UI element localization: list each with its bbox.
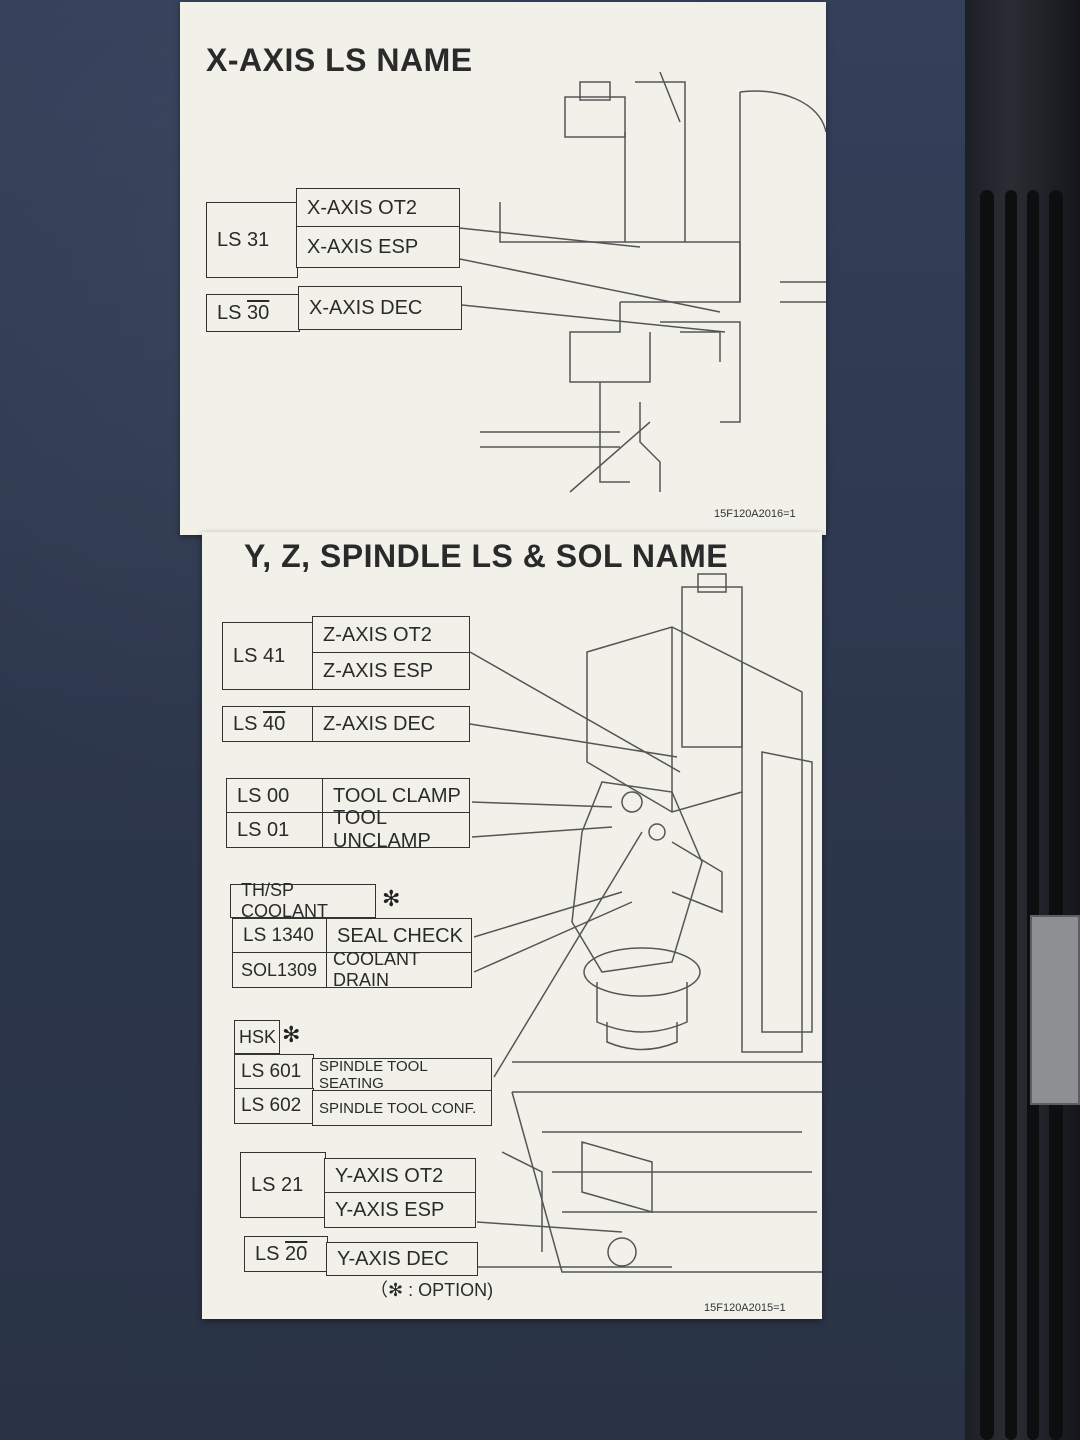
- coolant-drain-name: COOLANT DRAIN: [326, 949, 472, 990]
- z-axis-dec-name: Z-AXIS DEC: [312, 706, 470, 742]
- y-axis-ot2-name: Y-AXIS OT2: [324, 1158, 476, 1194]
- x-axis-esp-name: X-AXIS ESP: [296, 226, 460, 268]
- x-axis-dec-name: X-AXIS DEC: [298, 286, 462, 330]
- z-ls41-code: LS 41: [222, 622, 314, 690]
- x-ls30-number: 30: [247, 301, 270, 324]
- x-axis-ot2-name: X-AXIS OT2: [296, 188, 460, 228]
- y-ls20-code: LS 20: [244, 1236, 328, 1272]
- y-ls21-code: LS 21: [240, 1152, 326, 1218]
- y-label-part-code: 15F120A2015=1: [704, 1302, 786, 1314]
- coolant-option-star: ✻: [382, 886, 401, 911]
- ls1340-code: LS 1340: [232, 918, 328, 954]
- sol1309-code: SOL1309: [232, 952, 328, 988]
- x-ls31-code: LS 31: [206, 202, 298, 278]
- hsk-option-star: ✻: [282, 1022, 301, 1047]
- side-bracket-plate: [1030, 915, 1080, 1105]
- spindle-tool-conf-name: SPINDLE TOOL CONF.: [312, 1090, 492, 1126]
- tool-clamp-name: TOOL CLAMP: [322, 778, 470, 814]
- z-axis-esp-name: Z-AXIS ESP: [312, 652, 470, 690]
- spindle-machine-drawing: [469, 573, 822, 1273]
- z-axis-ot2-name: Z-AXIS OT2: [312, 616, 470, 654]
- y-ls20-prefix: LS: [255, 1242, 280, 1265]
- y-label-title: Y, Z, SPINDLE LS & SOL NAME: [244, 538, 729, 574]
- ls00-code: LS 00: [226, 778, 324, 814]
- x-label-part-code: 15F120A2016=1: [714, 508, 796, 520]
- x-ls30-prefix: LS: [217, 301, 242, 324]
- z-ls40-prefix: LS: [233, 712, 258, 735]
- x-ls30-code: LS 30: [206, 294, 300, 332]
- ls601-code: LS 601: [234, 1054, 314, 1090]
- machine-side-cables: [965, 0, 1080, 1440]
- x-axis-machine-drawing: [449, 71, 826, 493]
- x-label-title: X-AXIS LS NAME: [206, 42, 473, 78]
- seal-check-name: SEAL CHECK: [326, 918, 472, 954]
- y-ls20-number: 20: [285, 1242, 308, 1265]
- tool-unclamp-name: TOOL UNCLAMP: [322, 807, 470, 852]
- z-ls40-number: 40: [263, 712, 286, 735]
- y-axis-esp-name: Y-AXIS ESP: [324, 1192, 476, 1228]
- hsk-header: HSK: [234, 1020, 280, 1054]
- y-axis-dec-name: Y-AXIS DEC: [326, 1242, 478, 1276]
- option-note: （✻ : OPTION): [370, 1280, 494, 1300]
- ls602-code: LS 602: [234, 1088, 314, 1124]
- coolant-header: TH/SP COOLANT: [230, 880, 376, 921]
- x-axis-ls-label: X-AXIS LS NAME LS 31 X-AXIS OT2 X-AXIS E…: [180, 2, 826, 535]
- yz-spindle-ls-label: Y, Z, SPINDLE LS & SOL NAME LS 41 Z-AXIS…: [202, 532, 822, 1319]
- spindle-tool-seating-name: SPINDLE TOOL SEATING: [312, 1058, 492, 1092]
- z-ls40-code: LS 40: [222, 706, 314, 742]
- ls01-code: LS 01: [226, 812, 324, 848]
